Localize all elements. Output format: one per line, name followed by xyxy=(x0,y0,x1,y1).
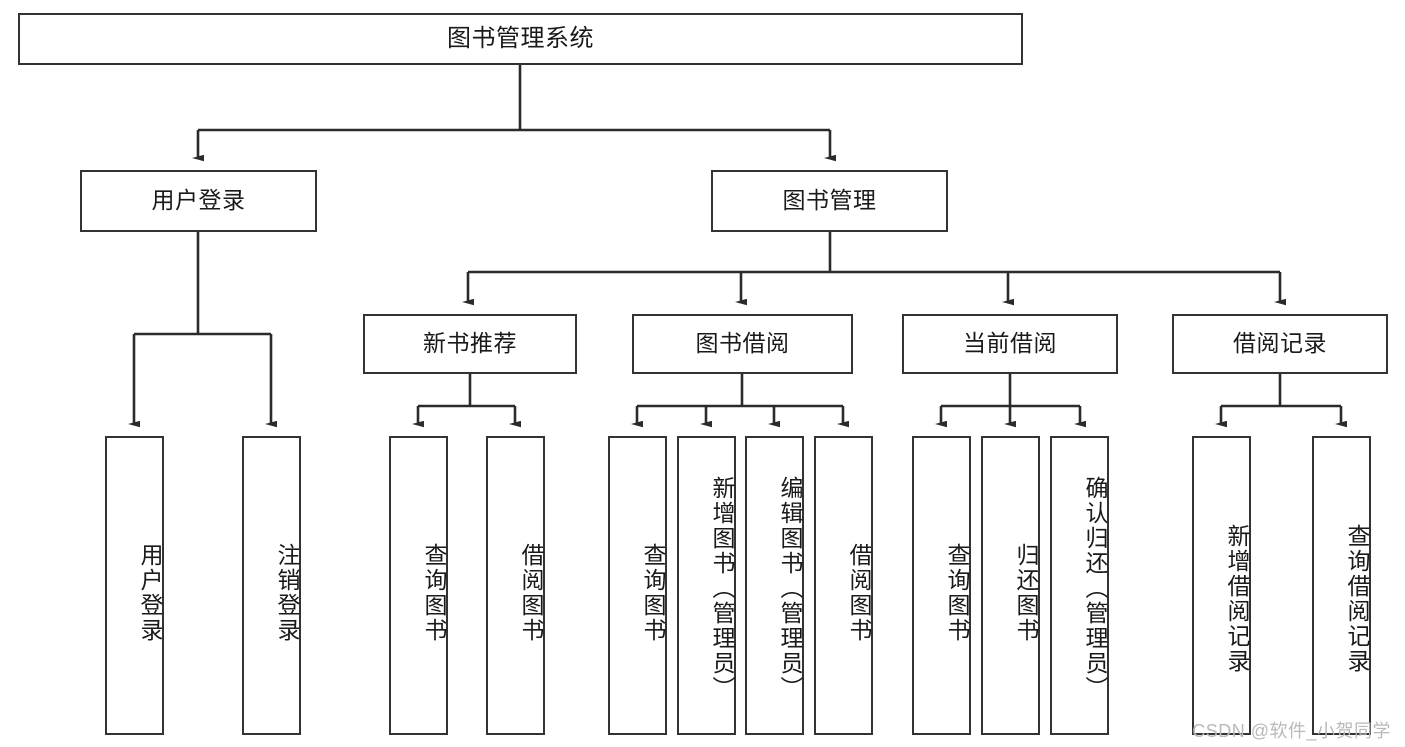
node-label: 确认归还（管理员） xyxy=(1082,476,1108,701)
node-label: 新增图书（管理员） xyxy=(709,476,735,701)
leaf-query-books-borrow[interactable]: 查询图书 xyxy=(608,436,667,735)
node-borrowing-records[interactable]: 借阅记录 xyxy=(1172,314,1388,374)
leaf-confirm-return-admin[interactable]: 确认归还（管理员） xyxy=(1050,436,1109,735)
leaf-query-books-recommend[interactable]: 查询图书 xyxy=(389,436,448,735)
csdn-watermark: CSDN @软件_小贺同学 xyxy=(1192,721,1391,741)
node-label: 用户登录 xyxy=(151,187,246,214)
node-library-management-system[interactable]: 图书管理系统 xyxy=(18,13,1023,65)
leaf-return-books[interactable]: 归还图书 xyxy=(981,436,1040,735)
node-label: 编辑图书（管理员） xyxy=(777,476,803,701)
leaf-add-book-admin[interactable]: 新增图书（管理员） xyxy=(677,436,736,735)
node-label: 注销登录 xyxy=(274,542,300,643)
node-label: 归还图书 xyxy=(1013,542,1039,643)
node-book-management[interactable]: 图书管理 xyxy=(711,170,948,232)
node-label: 图书管理 xyxy=(782,187,877,214)
node-label: 查询图书 xyxy=(640,542,666,643)
node-label: 借阅图书 xyxy=(846,542,872,643)
leaf-user-login[interactable]: 用户登录 xyxy=(105,436,164,735)
leaf-logout[interactable]: 注销登录 xyxy=(242,436,301,735)
node-current-borrowing[interactable]: 当前借阅 xyxy=(902,314,1118,374)
leaf-add-borrow-record[interactable]: 新增借阅记录 xyxy=(1192,436,1251,735)
node-label: 借阅记录 xyxy=(1233,330,1327,357)
leaf-borrow-books-recommend[interactable]: 借阅图书 xyxy=(486,436,545,735)
node-label: 查询图书 xyxy=(944,542,970,643)
leaf-query-borrow-record[interactable]: 查询借阅记录 xyxy=(1312,436,1371,735)
node-label: 当前借阅 xyxy=(963,330,1057,357)
node-user-login[interactable]: 用户登录 xyxy=(80,170,317,232)
node-new-book-recommendation[interactable]: 新书推荐 xyxy=(363,314,577,374)
node-label: 新书推荐 xyxy=(423,330,517,357)
node-label: 新增借阅记录 xyxy=(1224,523,1250,674)
leaf-query-books-current[interactable]: 查询图书 xyxy=(912,436,971,735)
node-label: 图书借阅 xyxy=(695,330,790,357)
node-label: 借阅图书 xyxy=(518,542,544,643)
leaf-edit-book-admin[interactable]: 编辑图书（管理员） xyxy=(745,436,804,735)
node-book-borrowing[interactable]: 图书借阅 xyxy=(632,314,853,374)
node-label: 查询图书 xyxy=(421,542,447,643)
node-label: 用户登录 xyxy=(137,542,163,643)
leaf-borrow-books[interactable]: 借阅图书 xyxy=(814,436,873,735)
node-label: 图书管理系统 xyxy=(447,24,594,52)
node-label: 查询借阅记录 xyxy=(1344,523,1370,674)
